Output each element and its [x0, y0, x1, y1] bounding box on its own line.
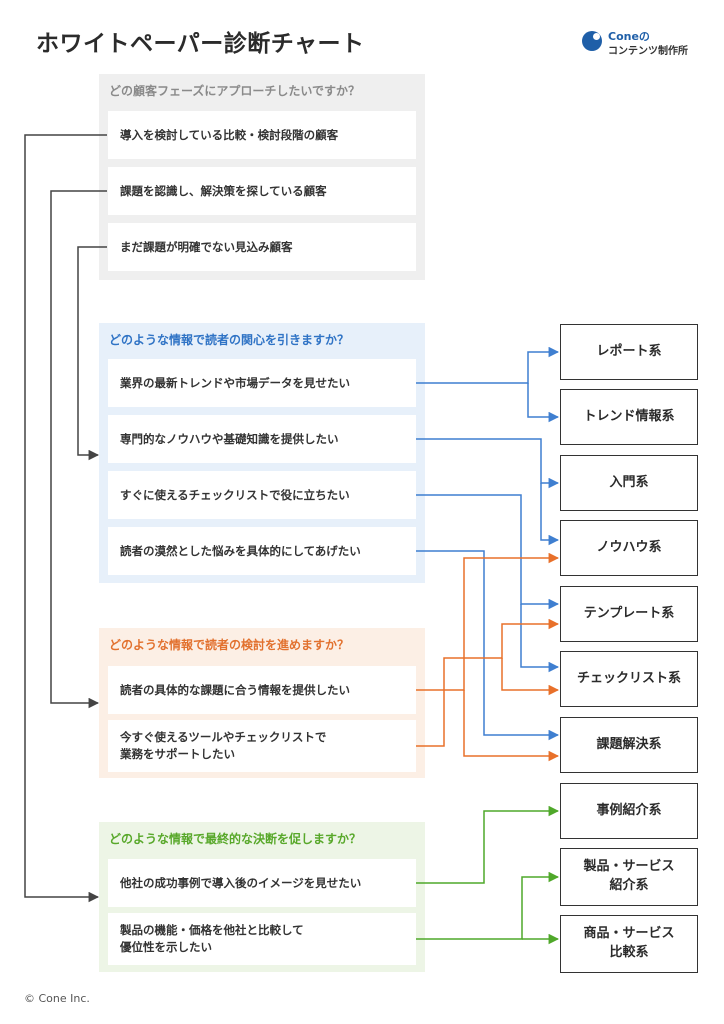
question-title: どのような情報で読者の検討を進めますか？ [109, 638, 350, 652]
result-trend-info: トレンド情報系 [560, 389, 698, 445]
option-comparison-stage: 導入を検討している比較・検討段階の顧客 [108, 111, 416, 159]
option-success-cases: 他社の成功事例で導入後のイメージを見せたい [108, 859, 416, 907]
connector-issue-to-problem [463, 690, 560, 762]
question-title: どのような情報で最終的な決断を促しますか？ [109, 832, 362, 846]
connector-prospect-to-interest [77, 246, 107, 461]
option-know-how: 専門的なノウハウや基礎知識を提供したい [108, 415, 416, 463]
result-introductory: 入門系 [560, 455, 698, 511]
option-comparison: 製品の機能・価格を他社と比較して 優位性を示したい [108, 913, 416, 965]
connector-issue-to-knowhow [416, 552, 560, 691]
logo-icon [582, 31, 602, 51]
result-know-how: ノウハウ系 [560, 520, 698, 576]
connector-trend-to-trend-info [527, 383, 560, 423]
connector-cases-to-case-study [416, 805, 560, 884]
connector-knowhow-to-intro [416, 438, 560, 489]
option-solution-seeking: 課題を認識し、解決策を探している顧客 [108, 167, 416, 215]
option-checklist: すぐに使えるチェックリストで役に立ちたい [108, 471, 416, 519]
connector-comparison-to-product-intro [416, 871, 560, 940]
question-title: どのような情報で読者の関心を引きますか？ [109, 333, 350, 347]
option-clarify-worries: 読者の漠然とした悩みを具体的にしてあげたい [108, 527, 416, 575]
connector-checklist-to-checklist [520, 604, 560, 673]
result-case-study: 事例紹介系 [560, 783, 698, 839]
result-template: テンプレート系 [560, 586, 698, 642]
connector-tools-to-template [416, 618, 560, 747]
copyright: © Cone Inc. [24, 992, 90, 1005]
result-product-comparison: 商品・サービス 比較系 [560, 915, 698, 973]
option-tools-support: 今すぐ使えるツールやチェックリストで 業務をサポートしたい [108, 720, 416, 772]
result-product-intro: 製品・サービス 紹介系 [560, 848, 698, 906]
option-unclear-prospect: まだ課題が明確でない見込み顧客 [108, 223, 416, 271]
connector-checklist-to-template [416, 494, 560, 610]
logo-brand-text: Coneの [608, 30, 650, 43]
connector-worries-to-problem [416, 550, 560, 741]
page-title: ホワイトペーパー診断チャート [36, 31, 365, 57]
result-checklist: チェックリスト系 [560, 651, 698, 707]
connector-comparison-to-decision [24, 134, 107, 903]
connector-solution-to-consideration [50, 190, 107, 709]
logo-name-text: コンテンツ制作所 [608, 46, 688, 57]
result-problem-solving: 課題解決系 [560, 717, 698, 773]
brand-logo: Coneの コンテンツ制作所 [582, 28, 712, 58]
connector-tools-to-checklist [501, 658, 560, 696]
result-report: レポート系 [560, 324, 698, 380]
option-trend-data: 業界の最新トレンドや市場データを見せたい [108, 359, 416, 407]
option-specific-issue: 読者の具体的な課題に合う情報を提供したい [108, 666, 416, 714]
connector-knowhow-to-knowhow [540, 483, 560, 546]
question-title: どの顧客フェーズにアプローチしたいですか？ [109, 84, 361, 98]
connector-trend-to-report [416, 346, 560, 384]
